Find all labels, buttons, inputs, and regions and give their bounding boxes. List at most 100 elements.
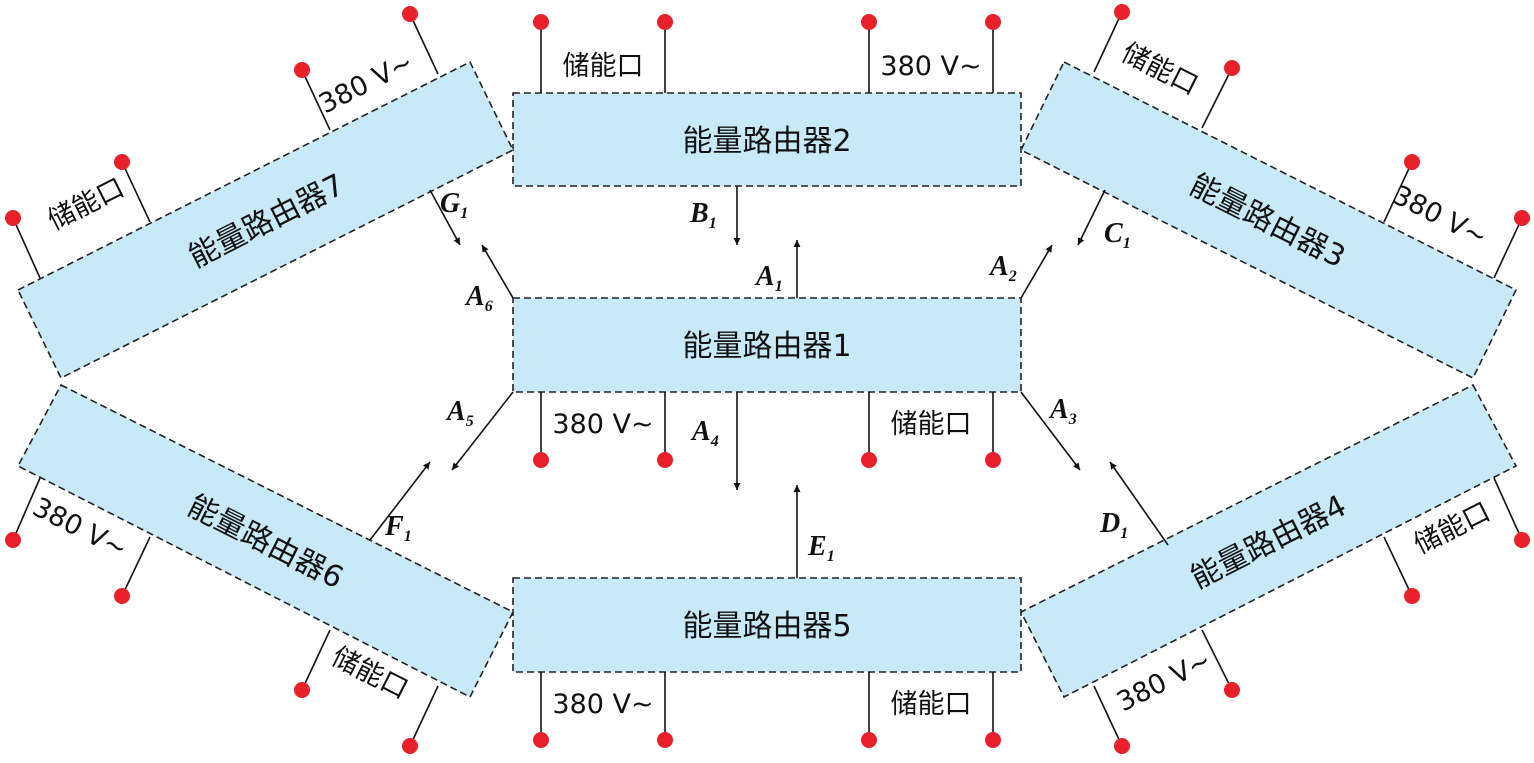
terminal-dot [1404, 154, 1420, 170]
terminal-port [114, 536, 151, 604]
arrow-subscript: 1 [775, 278, 783, 295]
power-flow-arrow-a2: A2 [988, 244, 1053, 299]
terminal-dot [861, 732, 877, 748]
terminal-port [985, 14, 1001, 93]
arrow-subscript: 6 [485, 298, 493, 315]
terminal-dot [985, 14, 1001, 30]
power-flow-arrow-d1: D1 [1099, 461, 1169, 546]
terminal-port [1201, 60, 1240, 129]
storage-port-label: 储能口 [563, 51, 644, 82]
terminal-dot [533, 452, 549, 468]
arrow-line [429, 189, 461, 246]
arrow-line [451, 391, 514, 471]
terminal-dot [294, 682, 310, 698]
router-box [512, 92, 1022, 187]
terminal-line [1493, 217, 1523, 279]
terminal-port [657, 672, 673, 748]
terminal-line [409, 13, 439, 75]
terminal-dot [1224, 682, 1240, 698]
terminal-line [12, 217, 41, 279]
arrow-letter: A [988, 251, 1009, 282]
arrow-label: B1 [689, 198, 717, 232]
power-flow-arrow-a5: A5 [445, 391, 514, 471]
terminal-line [12, 477, 41, 541]
arrow-line [481, 244, 514, 299]
terminal-dot [1224, 60, 1240, 76]
terminal-port [985, 672, 1001, 748]
terminal-line [409, 685, 439, 747]
terminal-line [1201, 67, 1233, 129]
power-flow-arrow-e1: E1 [793, 485, 835, 578]
terminal-port [861, 672, 877, 748]
power-flow-arrow-a1: A1 [754, 240, 801, 298]
terminal-dot [533, 732, 549, 748]
arrow-label: A3 [1048, 394, 1077, 428]
terminal-port [1383, 536, 1420, 604]
terminal-port [402, 685, 439, 754]
terminal-line [1383, 161, 1413, 223]
ac-380v-port-label: 380 V~ [552, 409, 653, 440]
arrow-letter: A [445, 396, 466, 427]
arrow-label: A5 [445, 396, 474, 430]
arrow-subscript: 1 [404, 528, 412, 545]
arrow-letter: D [1099, 508, 1120, 539]
terminal-line [301, 69, 331, 131]
arrow-label: A2 [988, 251, 1017, 285]
energy-router-2: 能量路由器2 [512, 92, 1022, 187]
terminal-dot [657, 732, 673, 748]
terminal-port [1093, 685, 1130, 754]
terminal-dot [114, 154, 130, 170]
router-box [512, 577, 1022, 673]
power-flow-arrow-a3: A3 [1020, 391, 1081, 471]
arrow-subscript: 1 [460, 205, 468, 222]
router-label: 能量路由器2 [682, 124, 851, 159]
terminal-dot [1114, 738, 1130, 754]
power-flow-arrow-f1: F1 [369, 461, 431, 545]
terminal-line [1383, 536, 1413, 597]
arrow-line [1020, 391, 1081, 471]
arrow-subscript: 1 [1123, 235, 1131, 252]
terminal-port [533, 672, 549, 748]
terminal-dot [1114, 4, 1130, 20]
terminal-port [1093, 4, 1130, 73]
router-label: 能量路由器1 [682, 329, 851, 364]
ac-380v-port-label: 380 V~ [880, 51, 981, 82]
terminal-port [1493, 477, 1530, 548]
energy-router-1: 能量路由器1 [512, 297, 1022, 393]
router-label: 能量路由器5 [682, 609, 851, 644]
terminal-port [533, 392, 549, 468]
energy-router-7: 能量路由器7 [16, 60, 515, 380]
arrow-letter: E [807, 531, 827, 562]
arrow-label: A4 [690, 416, 719, 450]
terminal-dot [657, 14, 673, 30]
arrow-subscript: 1 [709, 215, 717, 232]
terminal-port [533, 14, 549, 93]
arrow-letter: A [1048, 394, 1069, 425]
terminal-line [1201, 629, 1233, 691]
terminal-line [1493, 477, 1523, 541]
terminal-port [861, 14, 877, 93]
arrow-line [369, 461, 431, 541]
terminal-port [657, 14, 673, 93]
router-box [512, 297, 1022, 393]
arrow-label: F1 [384, 511, 412, 545]
terminal-dot [861, 14, 877, 30]
router-box [16, 60, 515, 380]
power-flow-arrow-b1: B1 [689, 186, 741, 245]
arrow-label: G1 [440, 188, 468, 222]
arrow-letter: A [690, 416, 711, 447]
arrow-label: A1 [754, 261, 783, 295]
terminal-line [301, 629, 331, 691]
terminal-port [1383, 154, 1420, 223]
terminal-port [5, 477, 41, 548]
terminal-line [1093, 11, 1123, 73]
terminal-dot [402, 6, 418, 22]
arrow-label: C1 [1104, 218, 1131, 252]
arrow-line [1109, 461, 1169, 546]
terminal-port [1201, 629, 1240, 698]
terminal-port [294, 62, 331, 131]
arrow-line [1077, 189, 1106, 246]
arrow-subscript: 4 [710, 433, 719, 450]
terminal-port [657, 392, 673, 468]
